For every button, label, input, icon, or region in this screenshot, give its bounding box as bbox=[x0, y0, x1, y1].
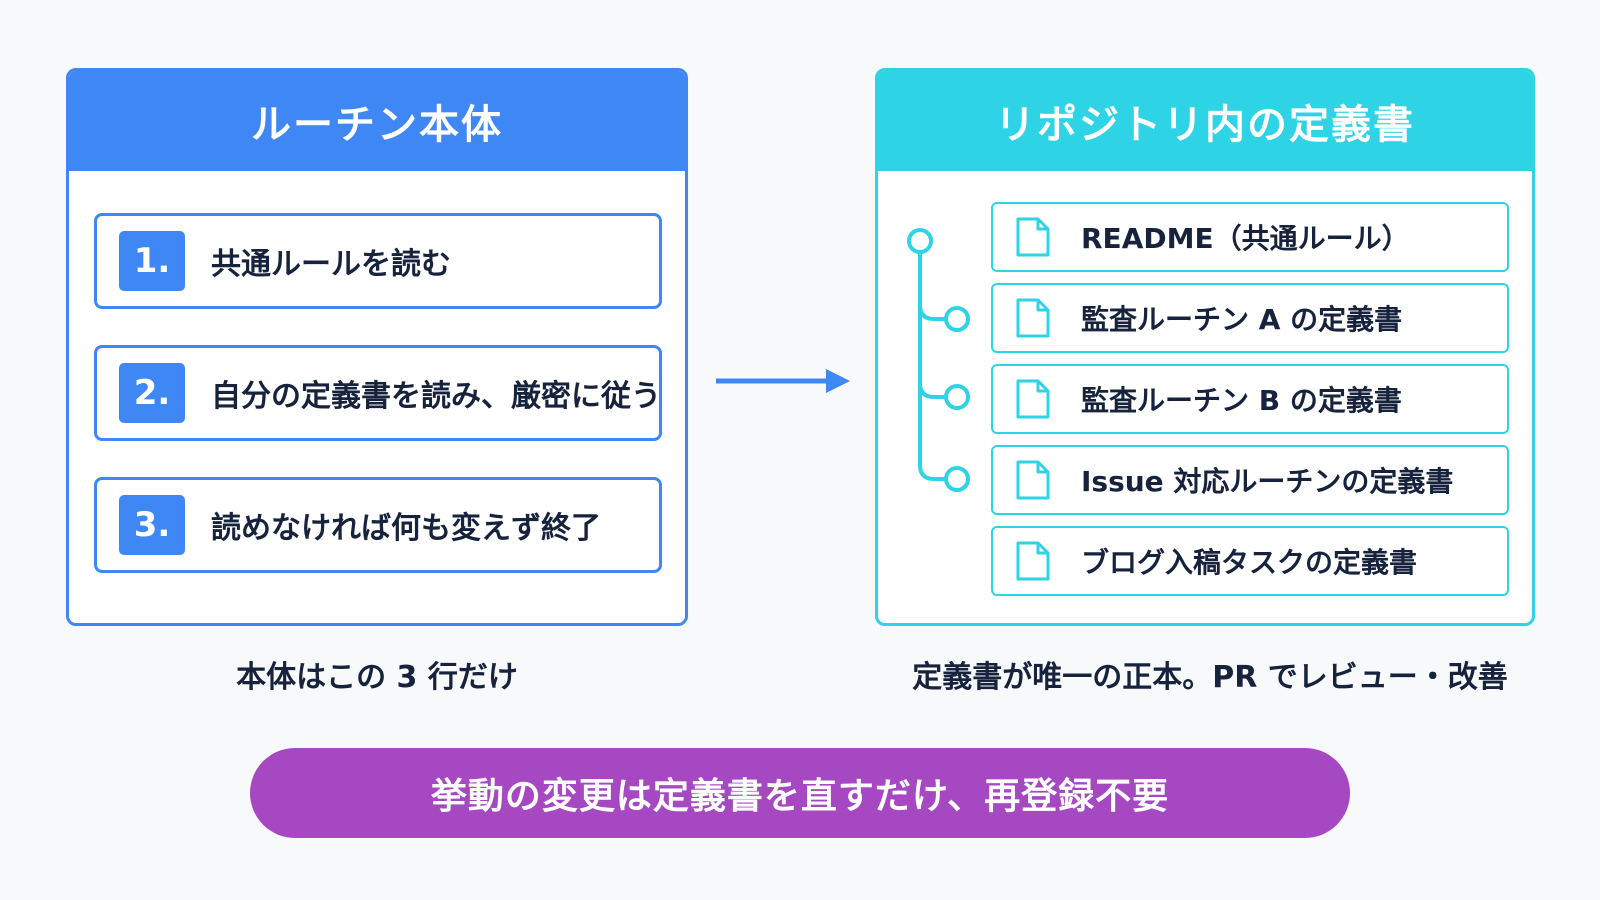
step-1-number: 1. bbox=[119, 231, 185, 291]
routine-body-panel: ルーチン本体 1. 共通ルールを読む 2. 自分の定義書を読み、厳密に従う 3.… bbox=[66, 68, 688, 626]
doc-blog-task: ブログ入稿タスクの定義書 bbox=[991, 526, 1509, 596]
routine-body-title: ルーチン本体 bbox=[69, 71, 685, 171]
step-2: 2. 自分の定義書を読み、厳密に従う bbox=[94, 345, 662, 441]
document-icon bbox=[1016, 379, 1050, 419]
doc-audit-b: 監査ルーチン B の定義書 bbox=[991, 364, 1509, 434]
repository-definitions-title: リポジトリ内の定義書 bbox=[878, 71, 1532, 171]
definitions-body: README（共通ルール） 監査ルーチン A の定義書 監査ルーチン B の定義… bbox=[878, 171, 1532, 623]
document-icon bbox=[1016, 460, 1050, 500]
step-3-number: 3. bbox=[119, 495, 185, 555]
document-icon bbox=[1016, 217, 1050, 257]
document-icon bbox=[1016, 541, 1050, 581]
doc-issue-routine: Issue 対応ルーチンの定義書 bbox=[991, 445, 1509, 515]
step-2-number: 2. bbox=[119, 363, 185, 423]
doc-issue-routine-label: Issue 対応ルーチンの定義書 bbox=[1081, 465, 1454, 498]
doc-audit-a-label: 監査ルーチン A の定義書 bbox=[1081, 303, 1403, 336]
step-1: 1. 共通ルールを読む bbox=[94, 213, 662, 309]
repository-definitions-panel: リポジトリ内の定義書 README（共通ルール） 監査ルーチン A の定義 bbox=[875, 68, 1535, 626]
step-2-text: 自分の定義書を読み、厳密に従う bbox=[211, 379, 661, 414]
step-1-text: 共通ルールを読む bbox=[211, 247, 451, 282]
doc-audit-a: 監査ルーチン A の定義書 bbox=[991, 283, 1509, 353]
step-3-text: 読めなければ何も変えず終了 bbox=[211, 511, 601, 546]
right-arrow-icon bbox=[716, 369, 850, 393]
doc-blog-task-label: ブログ入稿タスクの定義書 bbox=[1081, 546, 1418, 579]
doc-readme: README（共通ルール） bbox=[991, 202, 1509, 272]
doc-audit-b-label: 監査ルーチン B の定義書 bbox=[1081, 384, 1402, 417]
step-3: 3. 読めなければ何も変えず終了 bbox=[94, 477, 662, 573]
definitions-caption: 定義書が唯一の正本。PR でレビュー・改善 bbox=[912, 660, 1508, 695]
doc-readme-label: README（共通ルール） bbox=[1081, 222, 1410, 255]
tree-connector-icon bbox=[907, 228, 970, 492]
routine-body-caption: 本体はこの 3 行だけ bbox=[236, 660, 518, 695]
summary-banner: 挙動の変更は定義書を直すだけ、再登録不要 bbox=[250, 748, 1350, 838]
document-icon bbox=[1016, 298, 1050, 338]
